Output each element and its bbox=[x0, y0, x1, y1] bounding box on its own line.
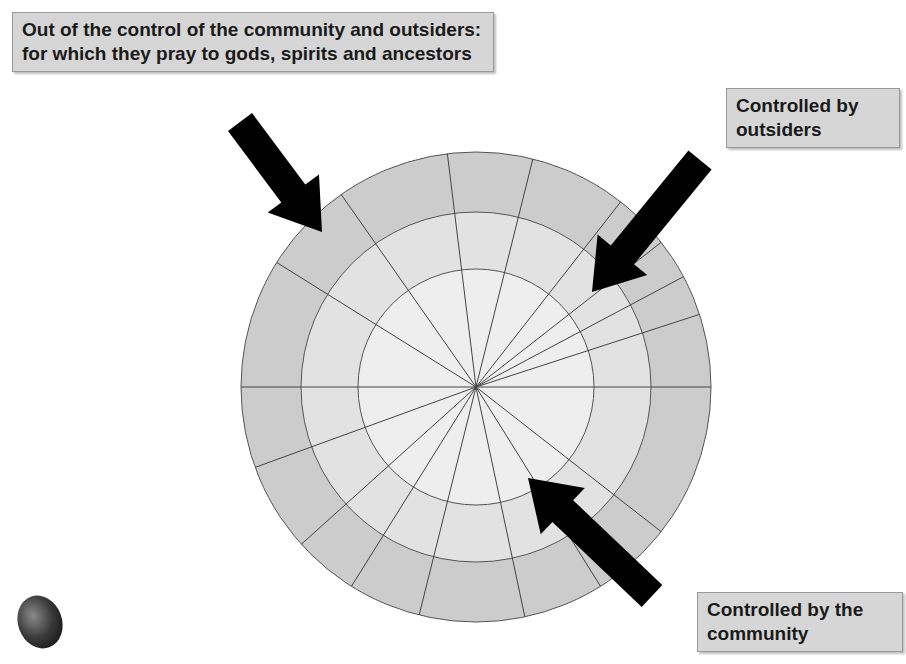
spoke-line bbox=[476, 277, 683, 387]
spoke-line bbox=[476, 314, 699, 387]
callout-box: Out of the control of the community and … bbox=[12, 12, 494, 72]
spoke-line bbox=[476, 387, 525, 617]
pointer-arrow bbox=[228, 113, 322, 232]
spoke-line bbox=[419, 387, 476, 615]
callout-text: Controlled by outsiders bbox=[736, 94, 890, 142]
coin-logo bbox=[10, 589, 70, 655]
callout-text: Controlled by the community bbox=[707, 598, 893, 646]
callout-text: Out of the control of the community and … bbox=[22, 18, 484, 66]
spoke-line bbox=[476, 387, 711, 388]
spoke-line bbox=[301, 387, 476, 544]
spoke-line bbox=[476, 202, 621, 387]
spoke-line bbox=[341, 194, 476, 387]
callout-box: Controlled by the community bbox=[697, 592, 903, 652]
pointer-arrows bbox=[228, 113, 712, 607]
spoke-line bbox=[351, 387, 476, 586]
spoke-line bbox=[277, 262, 476, 387]
pointer-arrow bbox=[528, 478, 662, 607]
spoke-line bbox=[255, 387, 476, 467]
pointer-arrow bbox=[592, 151, 712, 293]
spoke-line bbox=[241, 387, 476, 388]
spoke-line bbox=[476, 159, 533, 387]
callout-box: Controlled by outsiders bbox=[726, 88, 900, 148]
